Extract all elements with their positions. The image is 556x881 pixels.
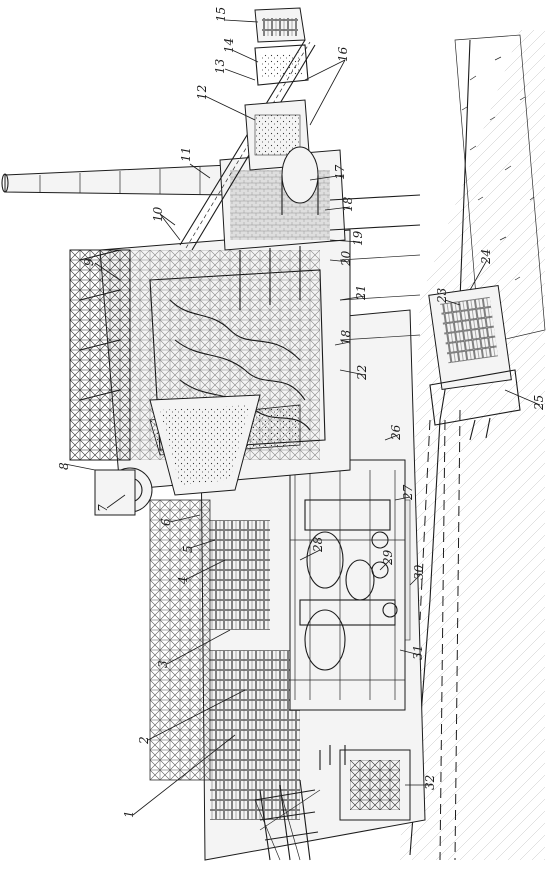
label-24: 24 [479,249,493,265]
reservoir [454,34,546,346]
label-26: 26 [389,424,403,441]
label-15: 15 [214,7,228,22]
label-8: 8 [57,462,71,470]
water-conduits [419,409,461,861]
label-18a: 18 [341,196,355,212]
label-19: 19 [351,230,365,246]
label-16: 16 [336,46,350,62]
label-6: 6 [159,518,173,526]
label-13: 13 [213,58,227,74]
label-9: 9 [82,258,96,266]
label-30: 30 [412,564,426,580]
label-7: 7 [96,504,110,512]
switchyard [254,745,411,861]
label-23: 23 [435,287,449,304]
label-2: 2 [137,736,151,745]
chimney [1,164,231,196]
label-29: 29 [381,549,395,566]
ground [400,30,545,860]
label-5: 5 [181,545,195,553]
reference-labels: 1 2 3 4 5 6 7 8 9 10 11 12 13 14 15 16 1… [57,7,546,818]
label-12: 12 [195,85,209,100]
label-1: 1 [122,810,136,818]
label-31: 31 [411,645,425,660]
label-10: 10 [151,206,165,222]
label-17: 17 [333,164,347,180]
pumping-station [428,285,521,441]
turbine-hall [289,459,406,711]
label-20: 20 [339,250,353,267]
roof-trusses [69,249,211,781]
label-3: 3 [156,660,170,668]
label-32: 32 [423,775,437,790]
label-28: 28 [311,536,325,553]
label-21: 21 [354,285,368,301]
label-27: 27 [401,484,415,501]
label-14: 14 [222,38,236,53]
label-25: 25 [532,395,546,411]
leader-lines [64,19,541,816]
label-11: 11 [179,147,193,162]
fuel-store [281,146,421,341]
label-22: 22 [355,365,369,381]
label-4: 4 [176,576,190,585]
label-18b: 18 [339,329,353,345]
coal-bunker [94,394,261,516]
